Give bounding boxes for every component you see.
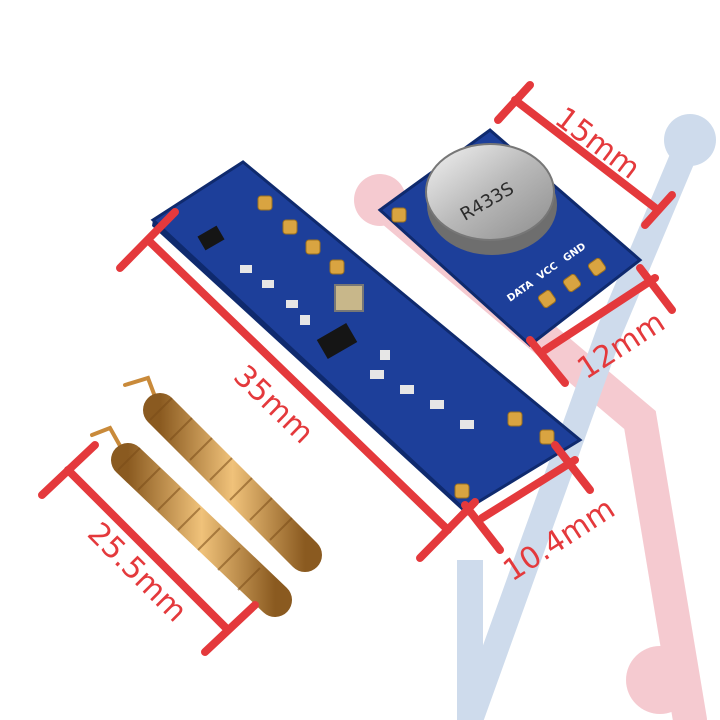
- antenna-length-label: 25.5mm: [80, 516, 193, 629]
- receiver-components: [197, 225, 474, 429]
- dimension-lines: [38, 81, 676, 656]
- transmitter-length-label: 15mm: [548, 100, 646, 186]
- saw-resonator-can: R433S: [425, 143, 557, 255]
- receiver-length-label: 35mm: [226, 359, 320, 451]
- antenna-springs: [90, 375, 322, 617]
- receiver-pads: [257, 195, 555, 499]
- receiver-module: [150, 160, 583, 516]
- transmitter-module: DATA VCC GND R433S: [377, 128, 643, 347]
